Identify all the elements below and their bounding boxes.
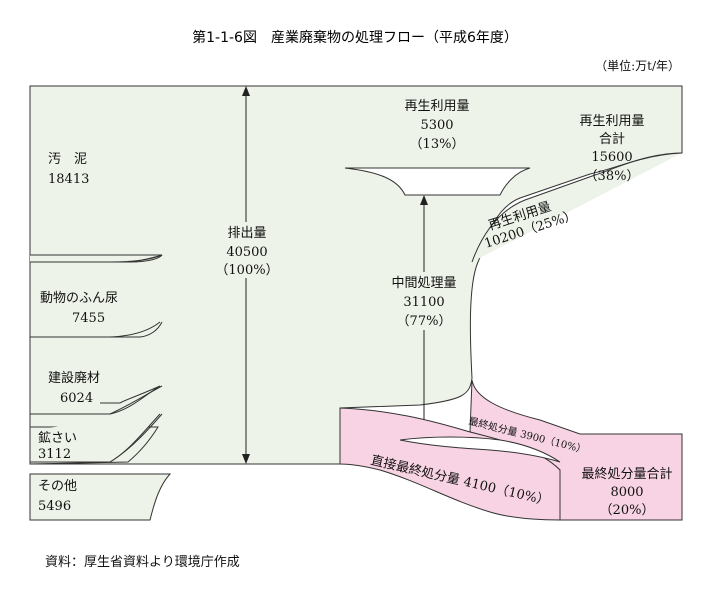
- source-name-other: その他: [38, 479, 77, 494]
- intermediate-label-bg: [383, 272, 465, 330]
- intermediate-label: 中間処理量: [391, 276, 456, 291]
- recycle-total-label2: 合計: [599, 131, 625, 147]
- recycle-total-pct: （38%）: [585, 169, 640, 184]
- source-box-manure: [29, 254, 163, 338]
- recycle-direct-pct: （13%）: [410, 137, 465, 152]
- emission-label-bg: [222, 222, 272, 278]
- source-value-construction: 6024: [60, 391, 93, 406]
- final-total-value: 8000: [610, 485, 643, 500]
- intermediate-value: 31100: [403, 295, 444, 310]
- source-box-construction: [29, 354, 161, 415]
- page-title: 第1-1-6図 産業廃棄物の処理フロー（平成6年度）: [192, 29, 518, 46]
- recycle-after-band: [471, 152, 683, 263]
- source-value-sludge: 18413: [48, 172, 89, 187]
- recycle-total-value: 15600: [591, 150, 632, 165]
- unit-label: （単位:万t/年）: [595, 58, 680, 73]
- source-box-manure-bg: [30, 262, 160, 337]
- connector-slag: [109, 413, 163, 463]
- emission-arrow-top: [242, 86, 250, 96]
- connector-construction: [109, 385, 163, 415]
- connector-manure-top: [30, 254, 163, 263]
- source-value-manure: 7455: [72, 311, 105, 326]
- direct-final-inner-curve: [399, 436, 561, 463]
- direct-recycle-funnel: [344, 167, 531, 196]
- final-total-label: 最終処分量合計: [581, 466, 672, 482]
- source-value-other: 5496: [38, 499, 71, 514]
- emission-value: 40500: [226, 245, 267, 260]
- source-name-manure: 動物のふん尿: [40, 291, 118, 306]
- connector-manure: [30, 321, 161, 338]
- source-name-sludge: 汚 泥: [48, 152, 87, 167]
- final-disposal-direct-band: [339, 407, 561, 521]
- intermediate-arrow-top: [420, 195, 428, 205]
- source-value-slag: 3112: [38, 447, 71, 462]
- intermediate-pct: （77%）: [397, 314, 452, 329]
- recycle-direct-label: 再生利用量: [404, 99, 469, 114]
- recycle-total-label: 再生利用量: [579, 114, 644, 129]
- final-total-pct: （20%）: [600, 503, 655, 518]
- source-name-construction: 建設廃材: [48, 370, 100, 386]
- emission-label: 排出量: [227, 226, 266, 241]
- source-name-slag: 鉱さい: [38, 430, 77, 446]
- recycle-direct-value: 5300: [420, 118, 453, 133]
- source-note: 資料：厚生省資料より環境庁作成: [45, 555, 240, 570]
- main-flow-shape: [29, 85, 683, 465]
- emission-pct: （100%）: [215, 263, 278, 278]
- emission-arrow-bottom: [242, 454, 250, 464]
- source-box-other: [29, 473, 172, 521]
